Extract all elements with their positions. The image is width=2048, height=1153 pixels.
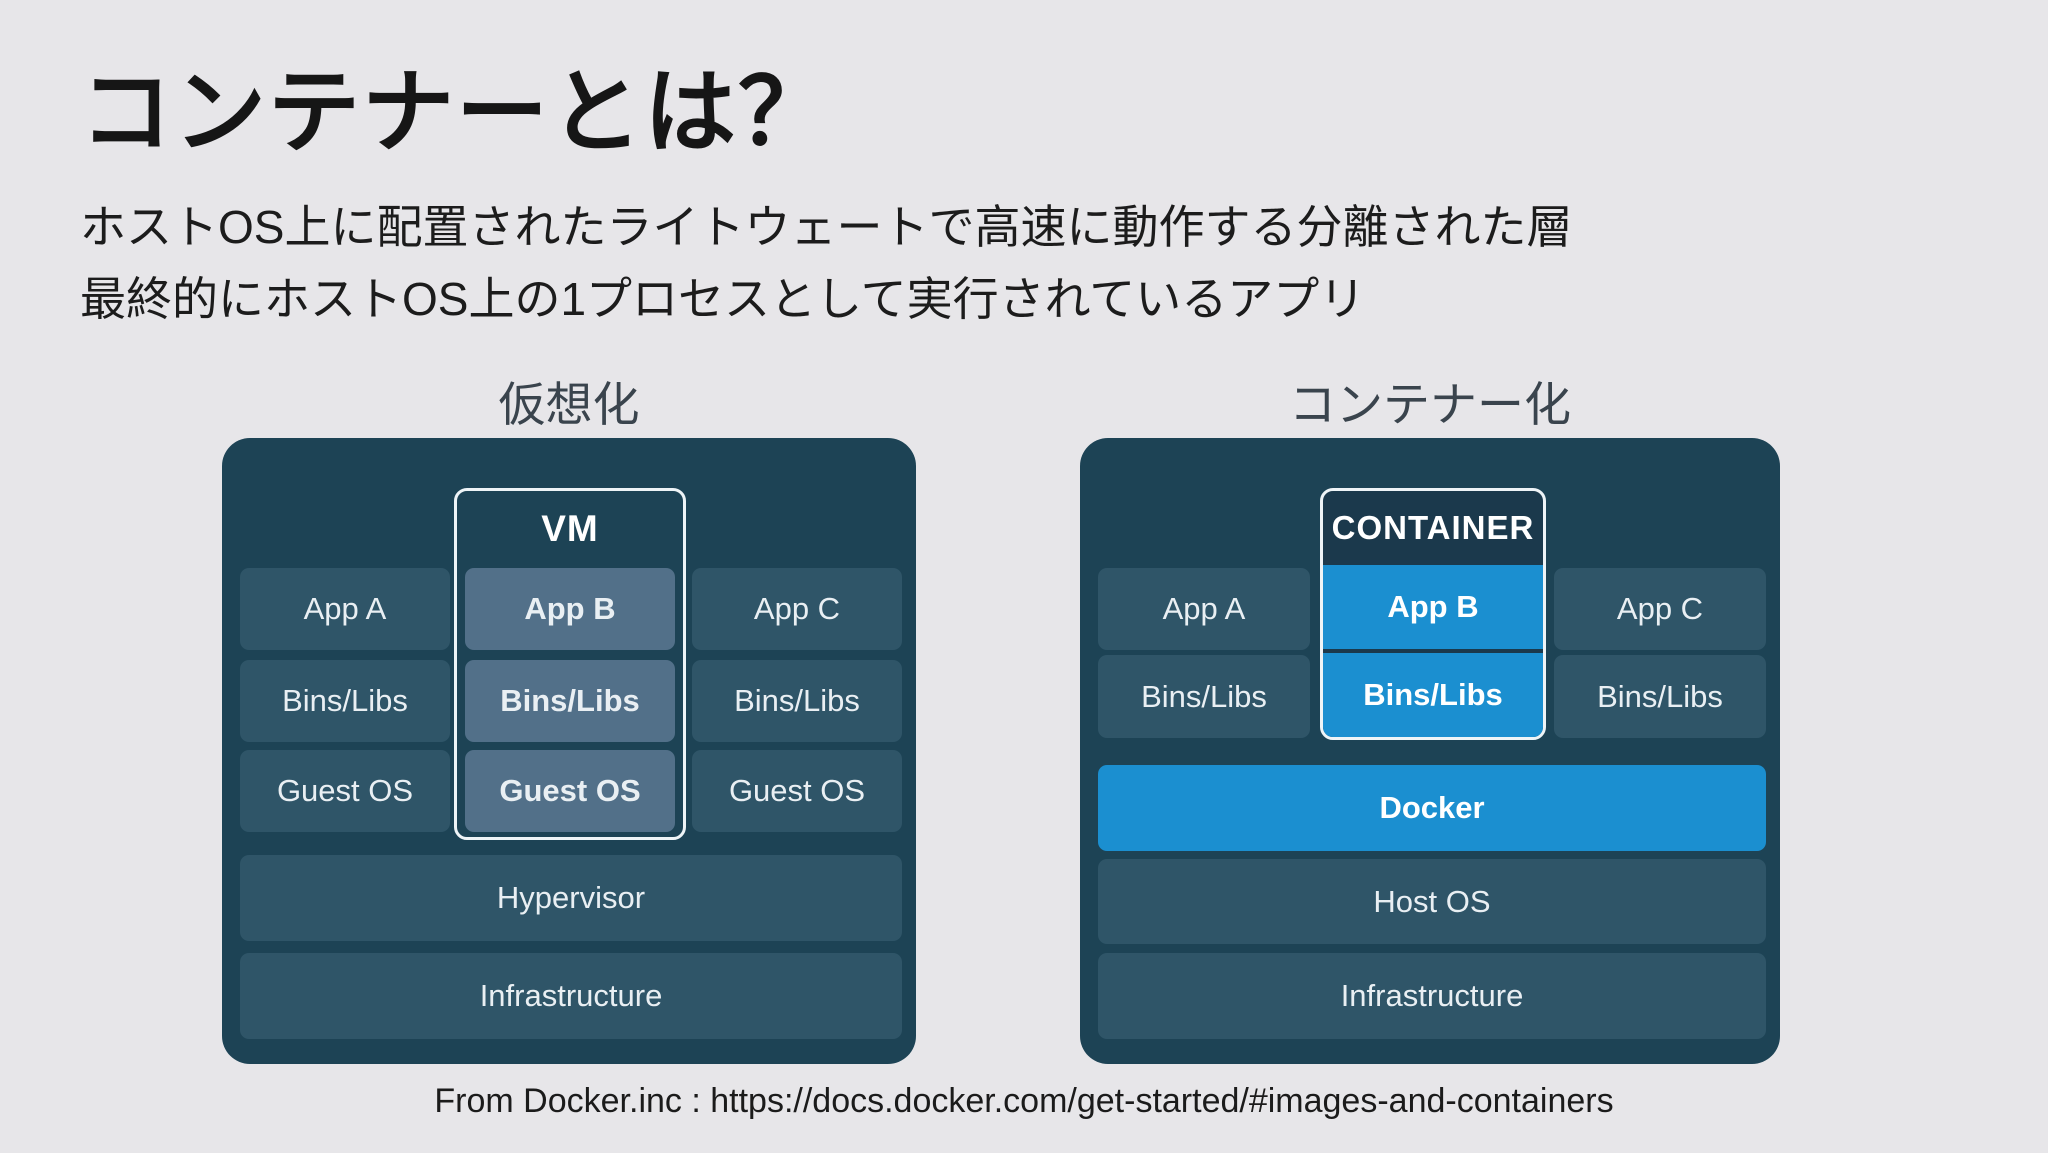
virtualization-heading: 仮想化 <box>498 378 640 431</box>
vm-box-label: VM <box>541 508 599 549</box>
layer-cell-guest-os: Guest OS <box>240 750 450 832</box>
layer-cell-host-os: Host OS <box>1098 859 1766 944</box>
layer-cell-bins-libs-container: Bins/Libs <box>1323 653 1543 737</box>
layer-cell-app-b-container: App B <box>1323 565 1543 649</box>
containerization-heading: コンテナー化 <box>1289 378 1571 431</box>
layer-cell-guest-os-vm: Guest OS <box>465 750 675 832</box>
layer-cell-app-c: App C <box>692 568 902 650</box>
layer-cell-docker: Docker <box>1098 765 1766 851</box>
layer-cell-bins-libs-vm: Bins/Libs <box>465 660 675 742</box>
layer-cell-infrastructure: Infrastructure <box>240 953 902 1039</box>
layer-cell-hypervisor: Hypervisor <box>240 855 902 941</box>
containerization-panel: App A App C Bins/Libs Bins/Libs CONTAINE… <box>1080 438 1780 1064</box>
container-box: CONTAINER App B Bins/Libs <box>1320 488 1546 740</box>
layer-cell-bins-libs: Bins/Libs <box>1098 655 1310 738</box>
container-box-label: CONTAINER <box>1331 509 1535 546</box>
vm-box: VM <box>454 488 686 840</box>
layer-cell-bins-libs: Bins/Libs <box>692 660 902 742</box>
source-attribution: From Docker.inc : https://docs.docker.co… <box>434 1082 1614 1120</box>
slide-description: ホストOS上に配置されたライトウェートで高速に動作する分離された層 最終的にホス… <box>80 192 1572 336</box>
description-line-2: 最終的にホストOS上の1プロセスとして実行されているアプリ <box>80 272 1366 325</box>
layer-cell-guest-os: Guest OS <box>692 750 902 832</box>
layer-cell-app-c: App C <box>1554 568 1766 650</box>
layer-cell-infrastructure: Infrastructure <box>1098 953 1766 1039</box>
layer-cell-bins-libs: Bins/Libs <box>1554 655 1766 738</box>
layer-cell-app-a: App A <box>240 568 450 650</box>
virtualization-panel: VM App A App B App C Bins/Libs Bins/Libs… <box>222 438 916 1064</box>
slide-title: コンテナーとは？ <box>80 62 833 164</box>
layer-cell-app-b: App B <box>465 568 675 650</box>
description-line-1: ホストOS上に配置されたライトウェートで高速に動作する分離された層 <box>80 201 1573 253</box>
layer-cell-app-a: App A <box>1098 568 1310 650</box>
layer-cell-bins-libs: Bins/Libs <box>240 660 450 742</box>
